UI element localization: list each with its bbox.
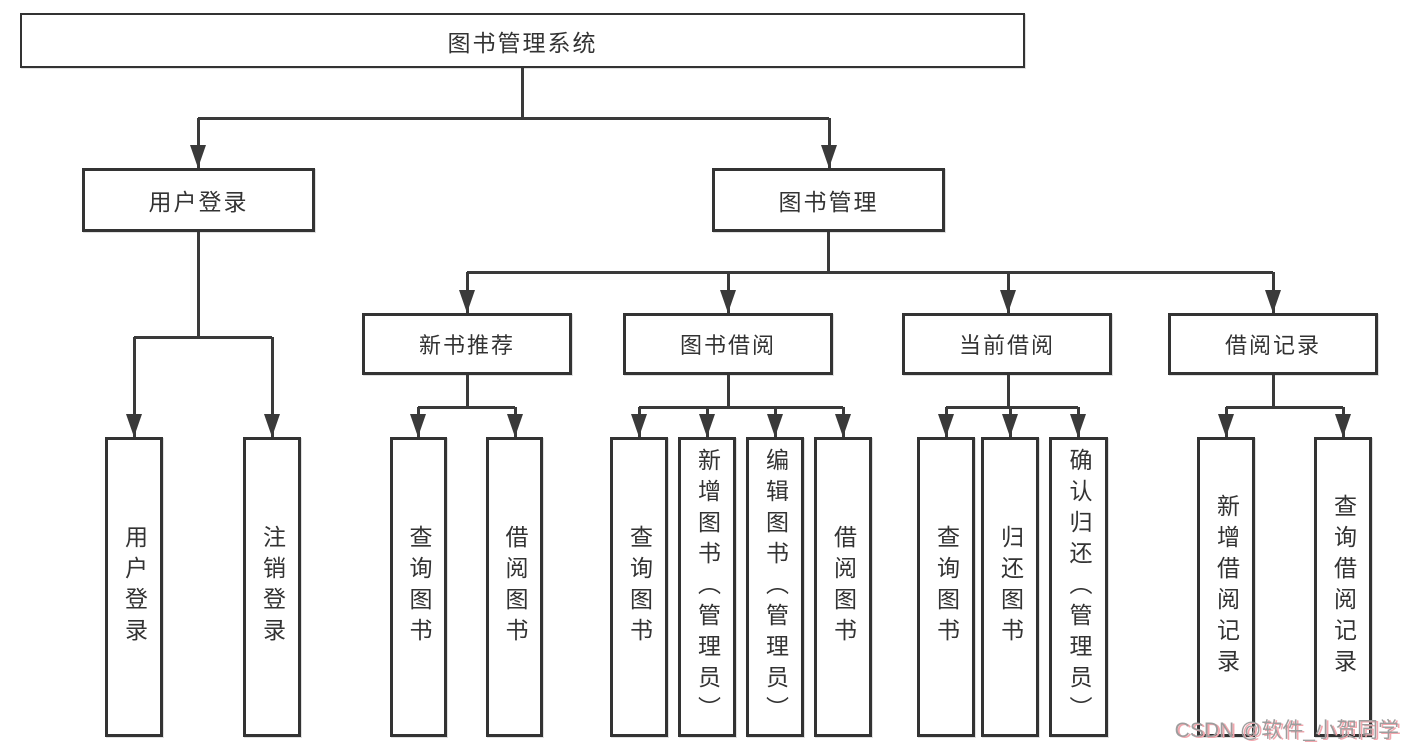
connector-line — [827, 118, 831, 168]
arrowhead-icon — [1265, 290, 1281, 313]
arrowhead-icon — [835, 414, 851, 437]
leaf-logout: 注销登录 — [243, 437, 301, 737]
node-borrowing-records: 借阅记录 — [1168, 313, 1378, 375]
leaf-confirm-return-admin: 确认归还（管理员） — [1049, 437, 1108, 737]
connector-line — [132, 337, 136, 437]
connector-line — [467, 270, 1273, 274]
connector-line — [465, 375, 469, 407]
leaf-query-books-current: 查询图书 — [917, 437, 975, 737]
arrowhead-icon — [1218, 414, 1234, 437]
arrowhead-icon — [459, 290, 475, 313]
node-root: 图书管理系统 — [20, 13, 1025, 68]
arrowhead-icon — [1002, 414, 1018, 437]
connector-line — [270, 337, 274, 437]
arrowhead-icon — [1335, 414, 1351, 437]
node-book-borrowing: 图书借阅 — [623, 313, 833, 375]
connector-line — [134, 335, 272, 339]
arrowhead-icon — [821, 145, 837, 168]
connector-line — [1226, 405, 1343, 409]
node-new-book-recommendation: 新书推荐 — [362, 313, 572, 375]
connector-line — [946, 405, 1078, 409]
leaf-user-login: 用户登录 — [105, 437, 163, 737]
connector-line — [520, 68, 524, 118]
watermark-text: CSDN @软件_小贺同学 — [1174, 719, 1399, 742]
node-user-login: 用户登录 — [82, 168, 315, 232]
arrowhead-icon — [410, 414, 426, 437]
arrowhead-icon — [631, 414, 647, 437]
arrowhead-icon — [264, 414, 280, 437]
leaf-return-books: 归还图书 — [981, 437, 1039, 737]
arrowhead-icon — [767, 414, 783, 437]
connector-line — [826, 232, 830, 272]
arrowhead-icon — [699, 414, 715, 437]
leaf-borrow-books: 借阅图书 — [814, 437, 872, 737]
connector-line — [418, 405, 515, 409]
arrowhead-icon — [720, 290, 736, 313]
connector-line — [726, 375, 730, 407]
leaf-query-borrow-record: 查询借阅记录 — [1314, 437, 1372, 737]
leaf-edit-book-admin: 编辑图书（管理员） — [746, 437, 804, 737]
leaf-query-books-borrowing: 查询图书 — [610, 437, 668, 737]
connector-line — [1271, 375, 1275, 407]
connector-line — [1006, 375, 1010, 407]
leaf-add-borrow-record: 新增借阅记录 — [1197, 437, 1255, 737]
arrowhead-icon — [126, 414, 142, 437]
node-book-management: 图书管理 — [712, 168, 945, 232]
connector-line — [639, 405, 843, 409]
arrowhead-icon — [938, 414, 954, 437]
arrowhead-icon — [1070, 414, 1086, 437]
leaf-add-book-admin: 新增图书（管理员） — [678, 437, 736, 737]
arrowhead-icon — [190, 145, 206, 168]
leaf-query-books-recommend: 查询图书 — [390, 437, 447, 737]
arrowhead-icon — [507, 414, 523, 437]
connector-line — [196, 232, 200, 337]
connector-line — [196, 118, 200, 168]
connector-line — [198, 116, 829, 120]
leaf-borrow-books-recommend: 借阅图书 — [486, 437, 543, 737]
node-current-borrowing: 当前借阅 — [902, 313, 1112, 375]
arrowhead-icon — [1000, 290, 1016, 313]
